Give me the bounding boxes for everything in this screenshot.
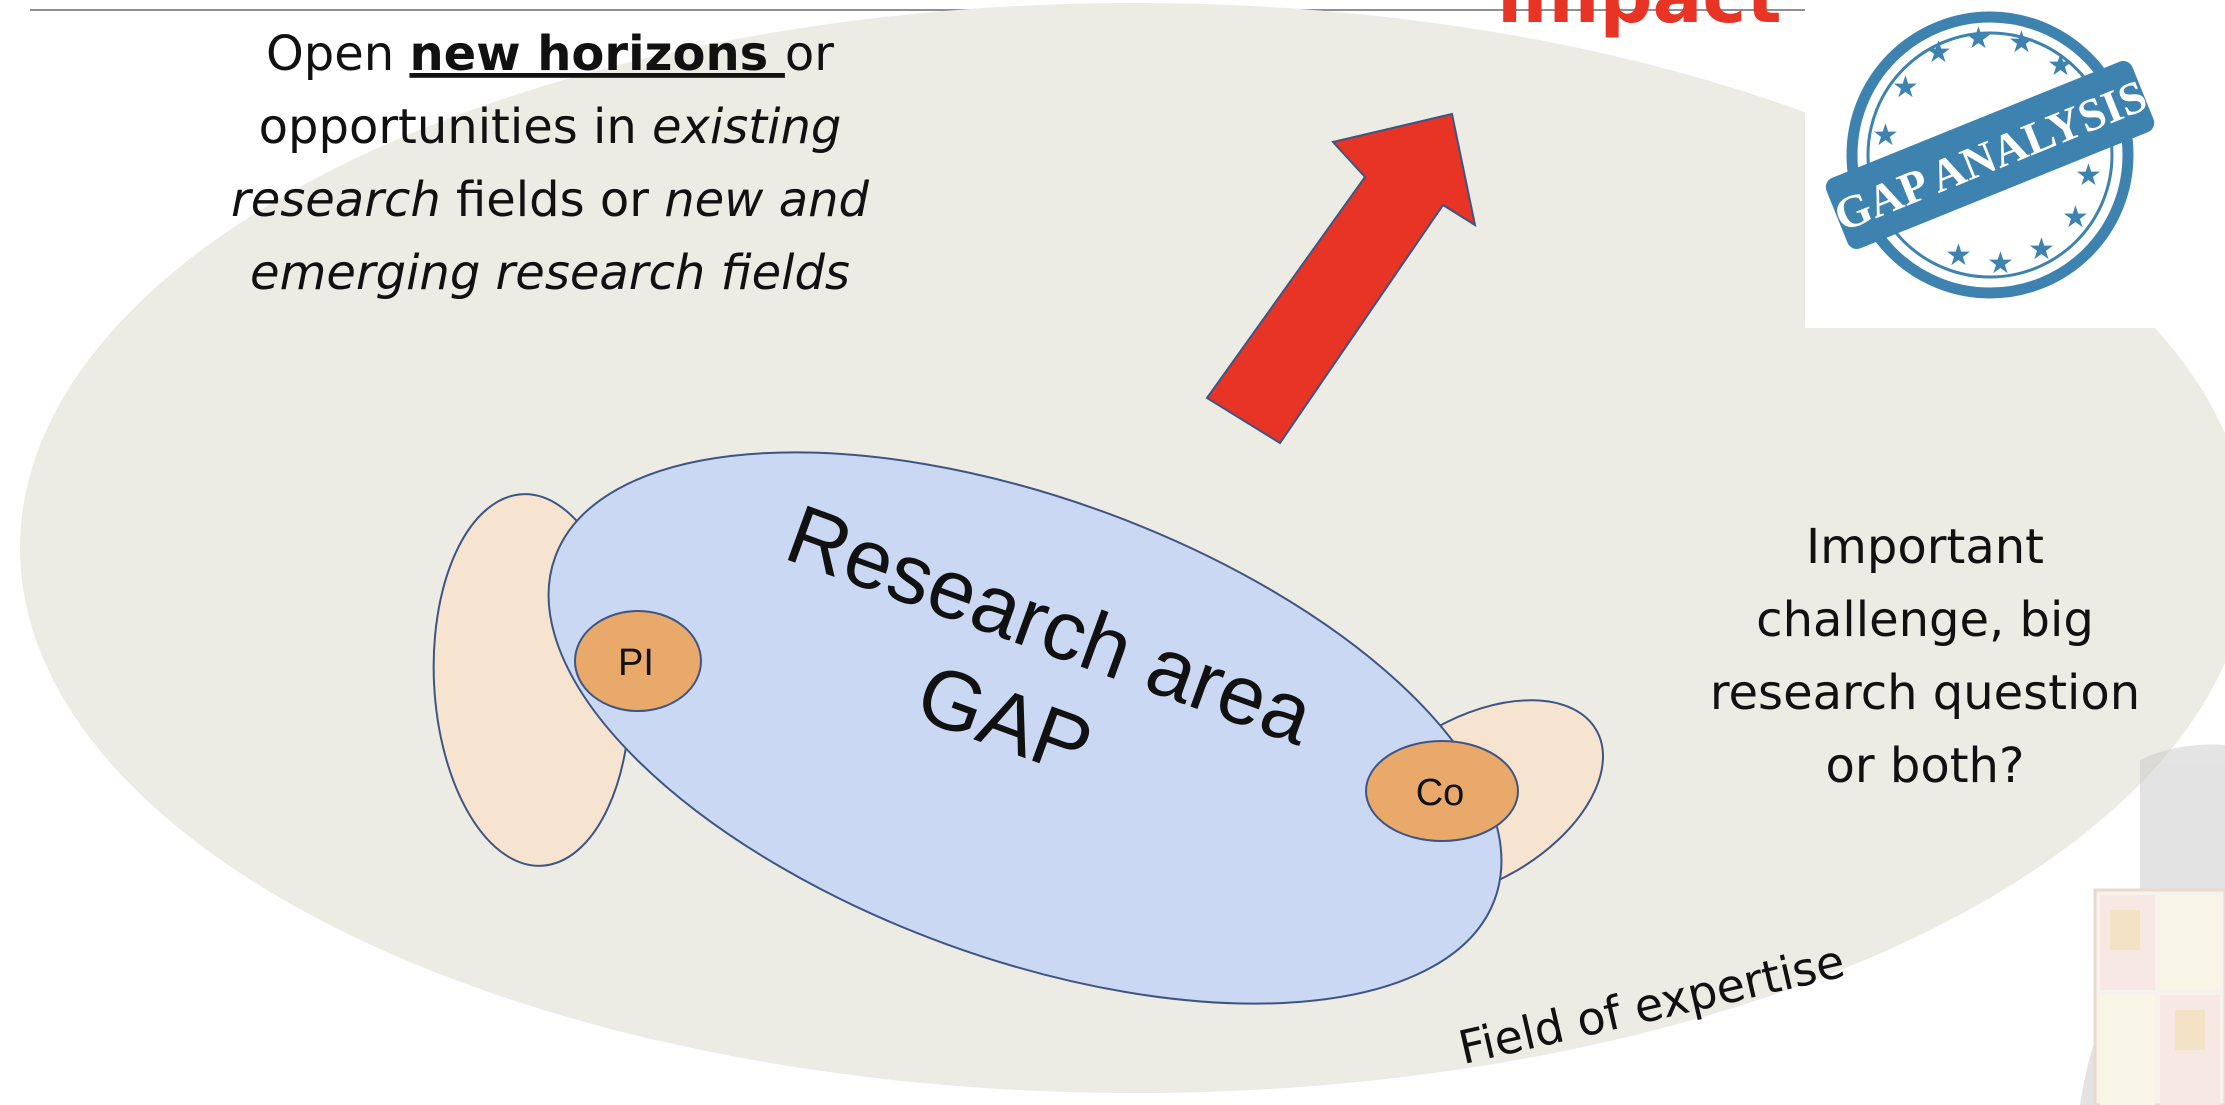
top-left-line-4: emerging research fields [250,245,850,301]
svg-text:★: ★ [2028,232,2055,267]
stamp-stars: ★ ★ ★ ★ ★ ★ ★ ★ ★ ★ ★ [1872,21,2102,281]
co-label: Co [1416,772,1465,814]
top-left-line-3: research fields or new and [231,172,870,228]
right-line-2: challenge, big [1756,592,2094,648]
co-node [1365,740,1519,842]
svg-text:★: ★ [2047,48,2074,83]
svg-text:★: ★ [2008,25,2035,60]
research-area-ellipse [547,451,1503,1005]
right-line-1: Important [1806,519,2044,575]
top-left-line-2: opportunities in existing [259,99,842,155]
top-left-line-1: Open new horizons or [266,26,834,82]
right-line-4: or both? [1826,738,2025,794]
pi-label: PI [618,642,654,684]
svg-text:★: ★ [2062,200,2089,235]
emblem-watermark [2080,744,2225,1105]
svg-text:★: ★ [1892,70,1919,105]
right-text: Important challenge, big research questi… [1710,519,2140,794]
right-line-3: research question [1710,665,2140,721]
top-left-text: Open new horizons or opportunities in ex… [231,26,870,301]
slide-title: impact [1497,0,1782,40]
svg-text:★: ★ [1945,238,1972,273]
svg-text:★: ★ [2075,158,2102,193]
gap-analysis-stamp: ★ ★ ★ ★ ★ ★ ★ ★ ★ ★ ★ GAP ANALYSIS [1825,11,2155,299]
impact-arrow [1205,112,1477,445]
svg-text:★: ★ [1965,21,1992,56]
svg-text:★: ★ [1872,118,1899,153]
pi-node [574,610,702,712]
svg-text:★: ★ [1987,246,2014,281]
svg-text:★: ★ [1925,35,1952,70]
